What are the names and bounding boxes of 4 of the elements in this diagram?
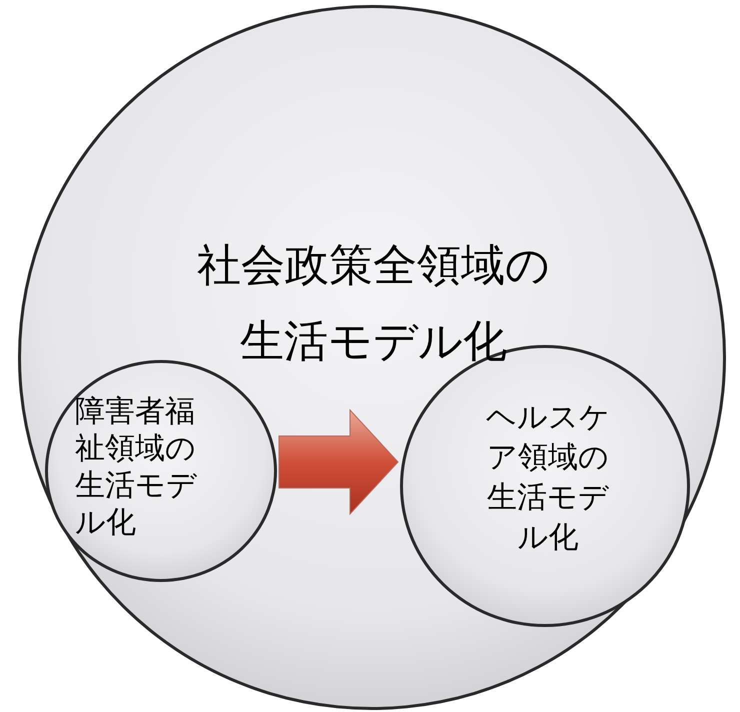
title-text: 社会政策全領域の生活モデル化 <box>196 239 551 369</box>
circle-label: ヘルスケア領域の生活モデル化 <box>485 399 611 557</box>
block-arrow <box>278 408 399 516</box>
circle-label: 障害者福祉領域の生活モデル化 <box>75 393 198 541</box>
